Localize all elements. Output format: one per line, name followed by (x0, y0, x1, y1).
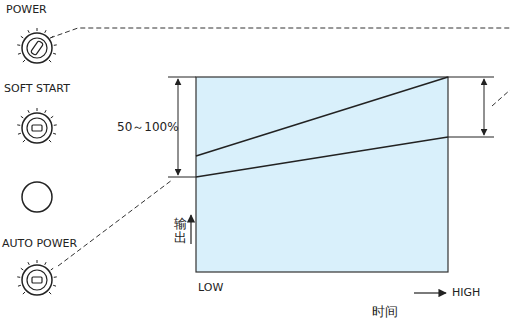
dim-tick (448, 137, 494, 138)
lower-line (196, 137, 448, 177)
leader-line (58, 180, 172, 266)
axis-label: HIGH (452, 287, 480, 299)
control-label: SOFT START (4, 83, 70, 95)
knob-ticks (17, 260, 57, 294)
dim-tick (168, 177, 196, 178)
indicator-button (22, 182, 52, 212)
control-label: POWER (6, 4, 47, 16)
dim-arrow (484, 79, 485, 135)
auto-power-knob (22, 265, 52, 295)
dimension-label: 50～100% (117, 121, 179, 134)
upper-line (196, 77, 448, 156)
leader-line (492, 90, 510, 106)
leader-line (50, 28, 510, 38)
axis-label: 输出 (174, 217, 187, 246)
chart-area (196, 77, 448, 272)
power-knob (22, 33, 52, 63)
dim-tick (448, 77, 494, 78)
axis-arrow (414, 292, 446, 293)
knob-ticks (17, 108, 57, 142)
soft-start-knob (22, 113, 52, 143)
axis-label: 时间 (372, 305, 398, 319)
axis-arrow (190, 215, 191, 244)
knob-group (22, 33, 52, 295)
knob-ticks (17, 28, 57, 62)
dim-tick (168, 77, 196, 78)
axis-label: LOW (198, 282, 223, 294)
control-label: AUTO POWER (2, 238, 77, 250)
